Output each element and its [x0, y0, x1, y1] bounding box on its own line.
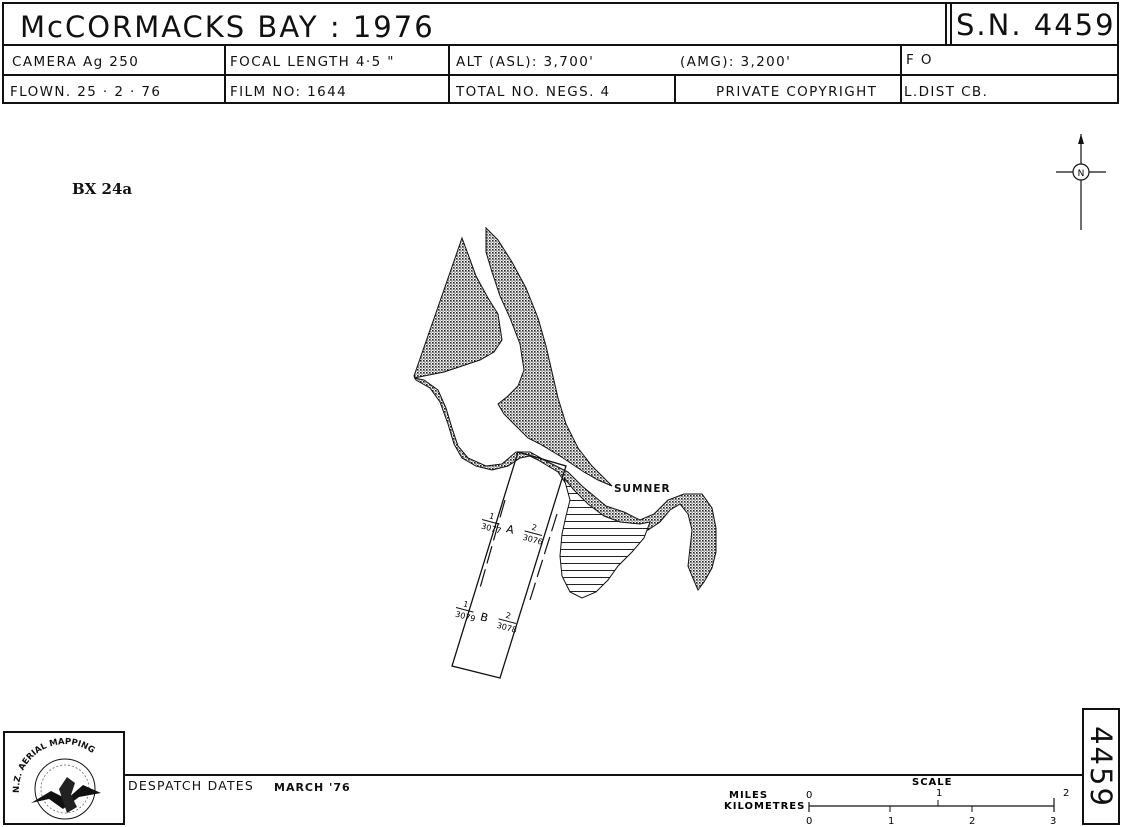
- miles-tick-0: 0: [806, 790, 812, 801]
- svg-text:2: 2: [505, 611, 512, 621]
- altitude-asl-field: ALT (ASL): 3,700': [456, 54, 595, 70]
- distribution-field: L.DIST CB.: [904, 84, 989, 100]
- kilometres-label: KILOMETRES: [724, 801, 805, 812]
- svg-text:1: 1: [462, 599, 469, 609]
- despatch-value: MARCH '76: [274, 781, 351, 794]
- flown-field: FLOWN. 25 · 2 · 76: [10, 84, 162, 100]
- film-number-field: FILM NO: 1644: [230, 84, 348, 100]
- company-logo: N.Z. AERIAL MAPPING: [3, 731, 125, 825]
- copyright-field: PRIVATE COPYRIGHT: [716, 84, 878, 100]
- sheet-number-vertical: 4459: [1084, 725, 1118, 808]
- svg-text:1: 1: [488, 511, 495, 521]
- altitude-amg-field: (AMG): 3,200': [680, 54, 792, 70]
- footer-rule: [125, 774, 1083, 776]
- north-label: N: [1078, 169, 1085, 179]
- camera-field: CAMERA Ag 250: [12, 54, 140, 70]
- scale-bar: SCALE MILES KILOMETRES 0 1 2 0 1 2 3: [724, 777, 1069, 827]
- run-a-label: 1 3077 A 2 3076: [480, 511, 544, 546]
- focal-length-field: FOCAL LENGTH 4·5 ": [230, 54, 395, 70]
- survey-title: McCORMACKS BAY : 1976: [20, 10, 435, 44]
- km-tick-1: 1: [888, 816, 894, 827]
- sheet-number-box: 4459: [1082, 708, 1120, 825]
- km-tick-2: 2: [969, 816, 975, 827]
- miles-tick-1: 1: [936, 788, 942, 799]
- place-label-sumner: SUMNER: [614, 483, 671, 495]
- flight-strip: [451, 451, 567, 679]
- km-tick-0: 0: [806, 816, 812, 827]
- header-table: McCORMACKS BAY : 1976 S.N. 4459 CAMERA A…: [2, 2, 1119, 104]
- miles-label: MILES: [729, 790, 768, 801]
- svg-text:2: 2: [531, 523, 538, 533]
- scale-title: SCALE: [912, 777, 952, 788]
- north-arrow-icon: N: [1056, 134, 1106, 230]
- sheet-number: S.N. 4459: [956, 8, 1116, 42]
- estuary-area: [413, 226, 717, 591]
- total-negatives-field: TOTAL NO. NEGS. 4: [456, 84, 611, 100]
- sheet-reference: BX 24a: [72, 180, 133, 198]
- svg-text:B: B: [479, 610, 490, 625]
- despatch-label: DESPATCH DATES: [128, 778, 255, 793]
- miles-tick-2: 2: [1063, 788, 1069, 799]
- km-tick-3: 3: [1050, 816, 1056, 827]
- fo-field: F O: [906, 52, 933, 68]
- harbour-area: [559, 477, 651, 599]
- aerial-mapping-logo-icon: N.Z. AERIAL MAPPING: [12, 737, 101, 820]
- svg-text:A: A: [505, 522, 516, 537]
